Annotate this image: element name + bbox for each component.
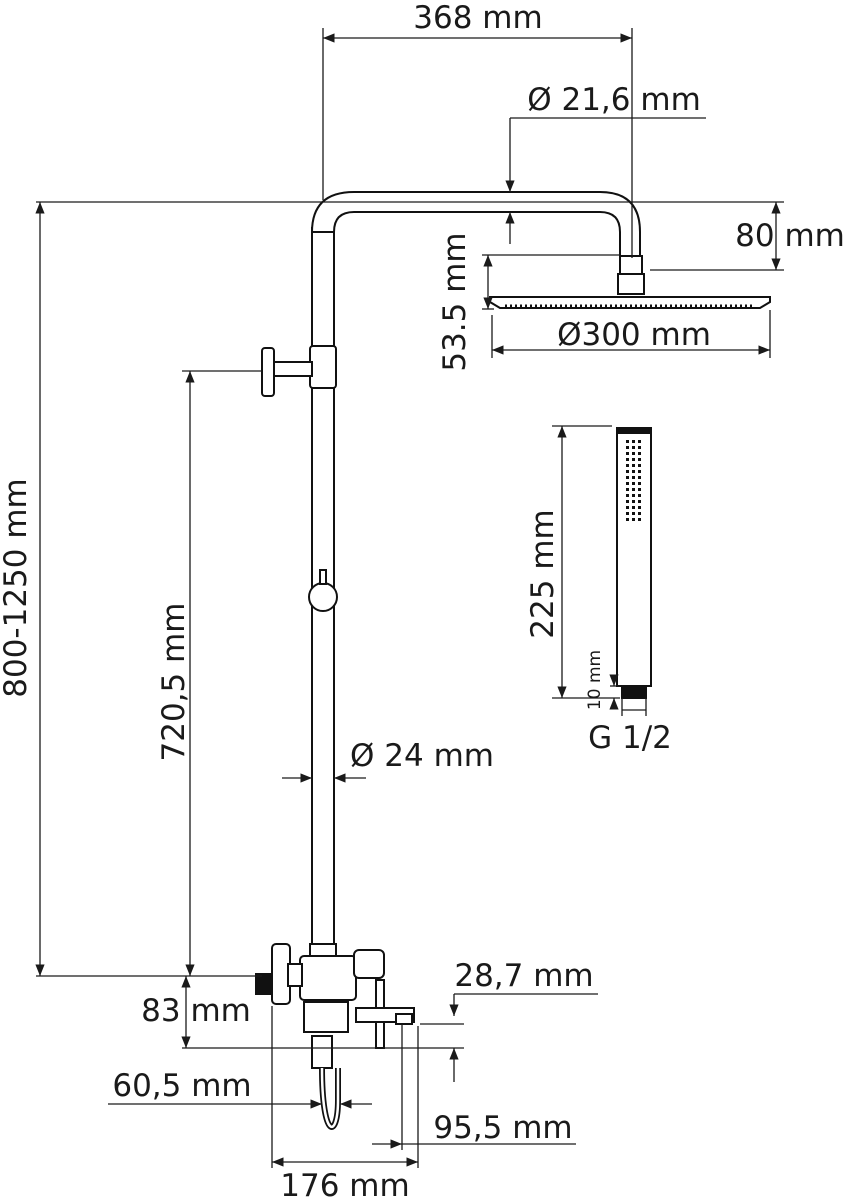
dim-head-offset: 80 mm xyxy=(36,201,845,271)
nozzle-dot xyxy=(638,518,641,521)
dim-riser-diameter: Ø 24 mm xyxy=(282,738,494,783)
nozzle-dot xyxy=(626,476,629,479)
nozzle-dot xyxy=(632,506,635,509)
nozzle-dot xyxy=(632,482,635,485)
nozzle-dot xyxy=(638,494,641,497)
nozzle-dot xyxy=(638,470,641,473)
label-total-height: 800-1250 mm xyxy=(0,478,34,698)
label-hand-shower-length: 225 mm xyxy=(525,509,561,638)
label-head-thickness: 53.5 mm xyxy=(437,232,473,371)
nozzle-dot xyxy=(632,470,635,473)
label-riser-diameter: Ø 24 mm xyxy=(350,738,494,774)
dim-spout-height: 28,7 mm xyxy=(420,958,598,1082)
label-holder-height: 720,5 mm xyxy=(156,603,192,762)
nozzle-dot xyxy=(626,464,629,467)
dim-hand-shower-length: 225 mm xyxy=(525,425,620,699)
nozzle-dot xyxy=(638,500,641,503)
cross-handle xyxy=(261,347,275,397)
label-outlet-height: 83 mm xyxy=(141,993,251,1029)
nozzle-dot xyxy=(638,464,641,467)
nozzle-dot xyxy=(626,500,629,503)
nozzle-dot xyxy=(638,452,641,455)
nozzle-dot xyxy=(626,494,629,497)
top-holder-block xyxy=(309,345,337,389)
dim-spout-length: 95,5 mm xyxy=(372,1024,576,1150)
nozzle-dot xyxy=(638,458,641,461)
dim-head-thickness: 53.5 mm xyxy=(437,232,620,372)
hand-shower-connector xyxy=(621,685,647,699)
nozzle-dot xyxy=(638,476,641,479)
hand-shower-nozzles xyxy=(626,440,641,521)
nozzle-dot xyxy=(632,518,635,521)
label-thread: G 1/2 xyxy=(588,720,672,756)
mixer-lever xyxy=(353,949,385,979)
dim-thread: G 1/2 xyxy=(588,698,672,756)
cross-handle-stem xyxy=(273,361,313,377)
left-inlet-cap xyxy=(255,973,273,995)
label-head-offset: 80 mm xyxy=(735,218,845,254)
nozzle-dot xyxy=(632,452,635,455)
nozzle-dot xyxy=(626,470,629,473)
label-mixer-width: 176 mm xyxy=(280,1168,409,1200)
hand-shower xyxy=(616,427,652,699)
shower-hose-inner xyxy=(320,1067,340,1129)
label-spout-height: 28,7 mm xyxy=(454,958,593,994)
slide-knob xyxy=(308,582,338,612)
label-spout-length: 95,5 mm xyxy=(433,1110,572,1146)
nozzle-dot xyxy=(626,452,629,455)
dim-holder-height: 720,5 mm xyxy=(156,370,262,976)
nozzle-dot xyxy=(626,512,629,515)
left-connector xyxy=(287,963,303,987)
dim-head-diameter: Ø300 mm xyxy=(491,310,771,358)
label-hose-offset: 60,5 mm xyxy=(112,1068,251,1104)
nozzle-dot xyxy=(632,500,635,503)
nozzle-dot xyxy=(632,446,635,449)
nozzle-dot xyxy=(638,512,641,515)
mixer-body xyxy=(299,955,357,1001)
nozzle-dot xyxy=(632,512,635,515)
slide-knob-stem xyxy=(319,569,327,585)
head-ball-joint xyxy=(617,273,645,295)
nozzle-dot xyxy=(632,476,635,479)
nozzle-dot xyxy=(638,440,641,443)
dim-mixer-width: 176 mm xyxy=(271,1006,419,1200)
spout-tip xyxy=(395,1013,413,1025)
dim-arm-tube: Ø 21,6 mm xyxy=(505,82,706,244)
dim-outlet-height: 83 mm xyxy=(141,976,464,1049)
nozzle-dot xyxy=(626,482,629,485)
label-arm-tube: Ø 21,6 mm xyxy=(527,82,701,118)
dim-total-height: 800-1250 mm xyxy=(0,202,262,977)
nozzle-dot xyxy=(626,518,629,521)
nozzle-dot xyxy=(626,458,629,461)
nozzle-dot xyxy=(638,446,641,449)
nozzle-dot xyxy=(638,488,641,491)
nozzle-dot xyxy=(632,440,635,443)
mixer-lower-body xyxy=(303,1001,349,1033)
hand-shower-cap xyxy=(616,427,652,434)
dim-arm-length: 368 mm xyxy=(322,0,633,258)
label-head-diameter: Ø300 mm xyxy=(557,317,711,353)
nozzle-dot xyxy=(632,458,635,461)
dim-connector-length: 10 mm xyxy=(585,650,620,710)
nozzle-dot xyxy=(626,440,629,443)
dim-hose-offset: 60,5 mm xyxy=(108,1068,372,1109)
nozzle-dot xyxy=(638,482,641,485)
nozzle-dot xyxy=(632,488,635,491)
nozzle-dot xyxy=(632,464,635,467)
hose-nut xyxy=(311,1035,333,1069)
nozzle-dot xyxy=(626,446,629,449)
label-arm-length: 368 mm xyxy=(413,0,542,36)
nozzle-dot xyxy=(626,488,629,491)
shower-column xyxy=(255,191,771,1130)
nozzle-dot xyxy=(638,506,641,509)
label-connector-length: 10 mm xyxy=(585,650,605,710)
nozzle-dot xyxy=(632,494,635,497)
nozzle-dot xyxy=(626,506,629,509)
